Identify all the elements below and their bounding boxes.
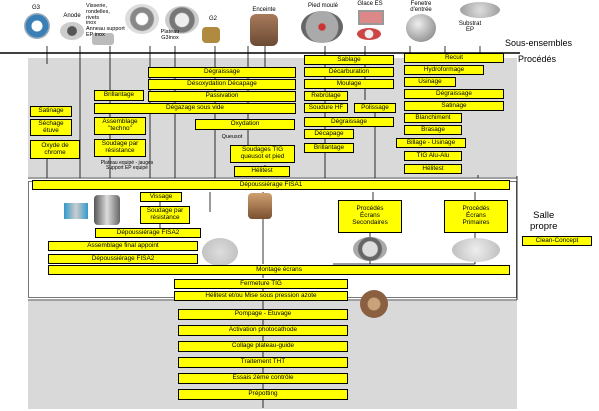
plateau2-photo	[165, 6, 199, 34]
box-hydroformage: Hydroformage	[404, 65, 484, 75]
box-sechage: Séchage étuve	[30, 119, 72, 136]
box-tig-alu: TIG Alu-Alu	[404, 151, 462, 161]
box-degraissage-3: Dégraissage	[404, 89, 504, 99]
glace-photo	[358, 10, 384, 25]
box-soudages-tig: Soudages TIG queusot et pied	[230, 145, 295, 163]
label-fenetre: Fenetre d'entrée	[410, 1, 432, 14]
anode-photo	[60, 22, 84, 40]
box-clean-concept: Clean-Concept	[522, 236, 592, 246]
label-g2: G2	[208, 16, 217, 22]
g3-photo	[24, 13, 50, 39]
plateau-photo	[125, 4, 159, 34]
box-billage: Billage - Usinage	[396, 138, 466, 148]
box-moulage: Moulage	[304, 79, 394, 89]
box-depoussierage-fisa1: Dépoussiérage FISA1	[32, 180, 510, 190]
box-sablage: Sablage	[304, 55, 394, 65]
assembly-photo-4	[202, 238, 238, 266]
box-depoussierage-fisa2b: Dépoussiérage FISA2	[48, 254, 198, 264]
assembly-photo-1	[64, 203, 88, 219]
box-assemblage-final: Assemblage final appoint	[48, 241, 198, 251]
box-vissage: Vissage	[140, 192, 182, 202]
substrat-photo	[460, 2, 500, 18]
box-pompage: Pompage - Etuvage	[178, 309, 348, 320]
box-oxydation: Oxydation	[195, 119, 295, 130]
box-degazage: Dégazage sous vide	[94, 103, 296, 114]
box-soudage-resistance-2: Soudage par résistance	[140, 206, 190, 224]
box-assemblage-techno: Assemblage "techno"	[94, 117, 146, 135]
box-heliltest-mise: Hélitest et/ou Mise sous pression azote	[174, 291, 348, 301]
box-activation: Activation photocathode	[178, 325, 348, 336]
label-plateau: Plateau G3inox	[160, 29, 180, 41]
box-procedes-ecrans-secondaires: Procédés Écrans Secondaires	[338, 200, 402, 233]
screws-photo	[92, 33, 114, 45]
label-substrat: Substrat EP	[458, 21, 482, 34]
box-procedes-ecrans-primaires: Procédés Écrans Primaires	[444, 200, 508, 233]
box-depoussierage-fisa2a: Dépoussiérage FISA2	[95, 228, 201, 238]
label-pied-moule: Pied moulé	[307, 3, 339, 9]
label-sous-ensembles: Sous-ensembles	[505, 38, 573, 48]
label-glace: Glace ES	[357, 1, 383, 7]
enclosure-photo	[250, 14, 278, 46]
fenetre-photo	[406, 14, 436, 42]
box-montage-ecrans: Montage écrans	[48, 265, 510, 275]
note-plateau: Plateau equipé - jauges Support EP equip…	[100, 160, 154, 172]
box-satinage-2: Satinage	[404, 101, 504, 111]
label-anode: Anode	[63, 13, 81, 19]
box-recuit: Recuit	[404, 53, 504, 63]
label-screws: Visserie, rondelles, rivets inox Anneau …	[86, 3, 125, 38]
box-soudage-resistance-1: Soudage par résistance	[94, 139, 146, 157]
label-g3: G3	[31, 5, 40, 11]
box-heliltest-2: Hélitest	[404, 164, 462, 174]
ecran-prim-photo	[452, 238, 500, 262]
box-collage: Collage plateau-guide	[178, 341, 348, 352]
box-usinage: Usinage	[404, 77, 456, 87]
assembly-photo-2	[94, 195, 120, 225]
box-polissage: Polissage	[354, 103, 396, 113]
box-brillantage-1: Brillantage	[94, 90, 144, 101]
assembly-photo-3	[248, 193, 272, 219]
box-soudure-hf: Soudure HF	[304, 103, 348, 113]
box-brillantage-2: Brillantage	[304, 143, 354, 153]
box-degraissage-1: Dégraissage	[148, 67, 296, 78]
box-brasage: Brasage	[404, 125, 462, 135]
label-salle-propre: Salle propre	[530, 210, 558, 232]
box-satinage-1: Satinage	[30, 106, 72, 117]
box-decarburation: Décarburation	[304, 67, 394, 77]
box-desoxydation: Désoxydation Décapage	[148, 79, 296, 90]
box-passivation: Passivation	[148, 91, 296, 102]
box-prepotting: Prépotting	[178, 389, 348, 400]
pied-moule-photo	[301, 11, 343, 43]
box-traitement-tht: Traitement THT	[178, 357, 348, 368]
label-procedes: Procédés	[518, 54, 557, 64]
box-heliltest-1: Hélitest	[234, 166, 290, 177]
box-fermeture-tig: Fermeture TIG	[174, 279, 348, 289]
box-degraissage-2: Dégraissage	[304, 117, 394, 127]
box-decapage: Décapage	[304, 129, 354, 139]
box-oxyde-chrome: Oxyde de chrome	[30, 140, 80, 159]
label-enclosure: Enceinte	[252, 7, 276, 13]
box-blanchiment: Blanchiment	[404, 113, 462, 123]
box-rebrulage: Rebrûlage	[304, 91, 348, 101]
g2-photo	[202, 27, 220, 43]
final-photo	[360, 290, 388, 318]
ecran-sec-photo	[353, 237, 387, 261]
glace2-photo	[357, 28, 381, 40]
box-essais: Essais 2ème contrôle	[178, 373, 348, 384]
note-queusot: Queusot	[221, 134, 243, 140]
